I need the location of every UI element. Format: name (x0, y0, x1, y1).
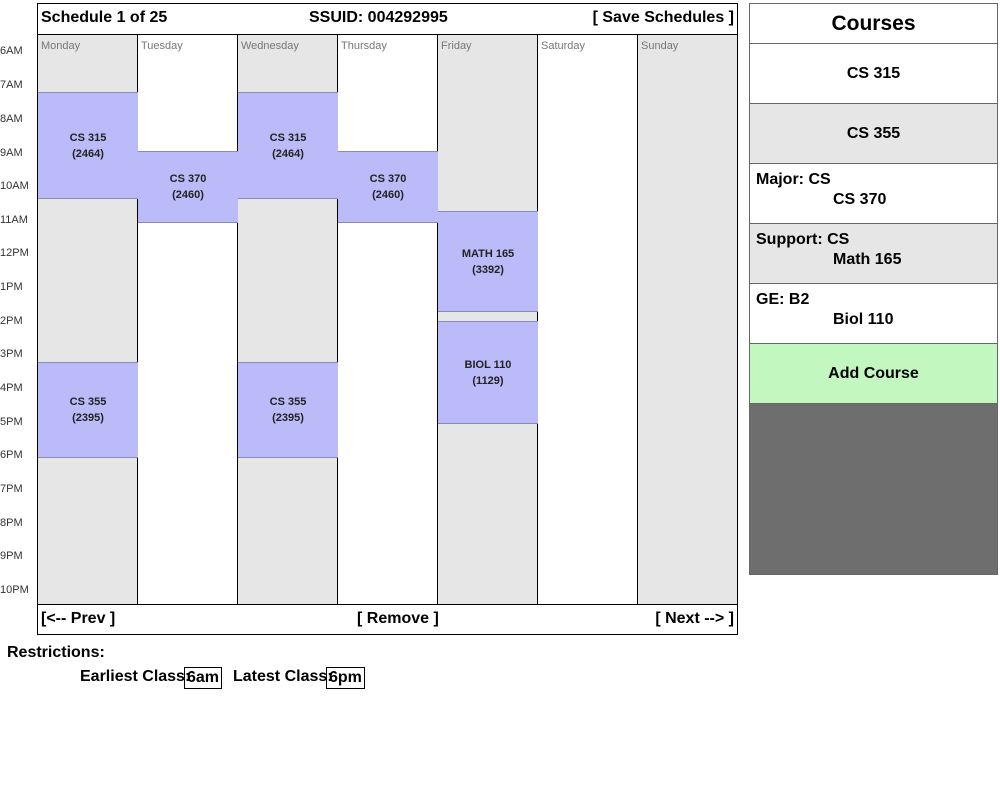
hour-label: 2PM (0, 315, 23, 327)
class-name: CS 370 (169, 173, 207, 185)
hour-label: 6PM (0, 449, 23, 461)
class-block[interactable]: CS 355 (2395) (238, 362, 338, 458)
day-column-friday: Friday (438, 35, 538, 604)
day-label: Wednesday (241, 40, 299, 52)
class-code: (3392) (472, 263, 504, 276)
course-item[interactable]: Major: CS CS 370 (750, 164, 997, 224)
class-code: (2464) (272, 147, 304, 160)
hour-label: 10AM (0, 180, 29, 192)
course-name: CS 315 (846, 64, 901, 82)
class-name: BIOL 110 (464, 358, 512, 371)
day-label: Tuesday (141, 40, 183, 52)
latest-class-label: Latest Class: (233, 668, 333, 685)
class-block[interactable]: CS 355 (2395) (38, 362, 138, 458)
class-code: (2464) (72, 147, 104, 160)
day-column-tuesday: Tuesday (138, 35, 238, 604)
class-block[interactable]: MATH 165 (3392) (438, 211, 538, 312)
course-category: Support: CS (756, 231, 850, 248)
course-item[interactable]: GE: B2 Biol 110 (750, 284, 997, 344)
hour-label: 8AM (0, 113, 23, 125)
schedule-header: Schedule 1 of 25 SSUID: 004292995 [ Save… (37, 3, 738, 34)
course-item[interactable]: Support: CS Math 165 (750, 224, 997, 284)
hour-label: 5PM (0, 416, 23, 428)
course-category: Major: CS (756, 171, 831, 188)
class-code: (2460) (372, 189, 404, 201)
day-column-thursday: Thursday (338, 35, 438, 604)
class-name: CS 315 (69, 131, 107, 144)
day-label: Monday (41, 40, 81, 52)
course-item[interactable]: CS 355 (750, 104, 997, 164)
hour-label: 9AM (0, 147, 23, 159)
restrictions-title: Restrictions: (7, 644, 105, 661)
class-code: (2395) (272, 412, 304, 424)
class-block[interactable]: CS 370 (2460) (138, 151, 238, 223)
class-name: CS 315 (269, 131, 307, 144)
hour-label: 4PM (0, 382, 23, 394)
hour-label: 6AM (0, 45, 23, 57)
course-category: GE: B2 (756, 291, 810, 308)
class-code: (1129) (472, 374, 504, 387)
hour-label: 8PM (0, 517, 23, 529)
day-label: Thursday (341, 40, 387, 52)
week-calendar: Monday Tuesday Wednesday Thursday Friday… (37, 34, 738, 605)
hour-label: 7AM (0, 79, 23, 91)
class-block[interactable]: CS 315 (2464) (238, 92, 338, 199)
class-name: CS 370 (369, 173, 407, 185)
latest-class-input[interactable]: 6pm (326, 667, 365, 689)
hour-label: 9PM (0, 550, 23, 562)
day-label: Sunday (641, 40, 679, 52)
day-label: Friday (441, 40, 472, 52)
earliest-class-label: Earliest Class: (80, 668, 191, 685)
ssuid-label: SSUID: 004292995 (309, 9, 448, 26)
class-block[interactable]: CS 370 (2460) (338, 151, 438, 223)
day-label: Saturday (541, 40, 586, 52)
earliest-class-input[interactable]: 6am (184, 667, 223, 689)
hour-label: 11AM (0, 214, 28, 226)
courses-panel: Courses CS 315 CS 355 Major: CS CS 370 S… (749, 3, 998, 575)
hour-label: 3PM (0, 348, 23, 360)
hour-label: 7PM (0, 483, 23, 495)
class-block[interactable]: CS 315 (2464) (38, 92, 138, 199)
remove-button[interactable]: [ Remove ] (357, 610, 439, 627)
class-name: CS 355 (269, 396, 307, 408)
hour-label: 10PM (0, 584, 29, 596)
prev-button[interactable]: [<-- Prev ] (41, 610, 116, 627)
class-name: CS 355 (69, 396, 107, 408)
schedule-counter: Schedule 1 of 25 (41, 9, 168, 26)
hour-label: 1PM (0, 281, 23, 293)
hour-label: 12PM (0, 247, 29, 259)
course-name: Math 165 (833, 251, 902, 268)
day-column-sunday: Sunday (638, 35, 737, 604)
class-code: (2460) (172, 189, 204, 201)
save-schedules-button[interactable]: [ Save Schedules ] (592, 9, 734, 26)
courses-title: Courses (750, 4, 997, 44)
next-button[interactable]: [ Next --> ] (655, 610, 734, 627)
course-item[interactable]: CS 315 (750, 44, 997, 104)
class-block[interactable]: BIOL 110 (1129) (438, 321, 538, 424)
course-name: Biol 110 (833, 311, 894, 328)
course-name: CS 355 (846, 124, 901, 142)
day-column-saturday: Saturday (538, 35, 638, 604)
course-name: CS 370 (833, 191, 887, 208)
class-name: MATH 165 (461, 247, 515, 260)
schedule-footer: [<-- Prev ] [ Remove ] [ Next --> ] (37, 605, 738, 635)
add-course-button[interactable]: Add Course (750, 344, 997, 404)
class-code: (2395) (72, 412, 104, 424)
